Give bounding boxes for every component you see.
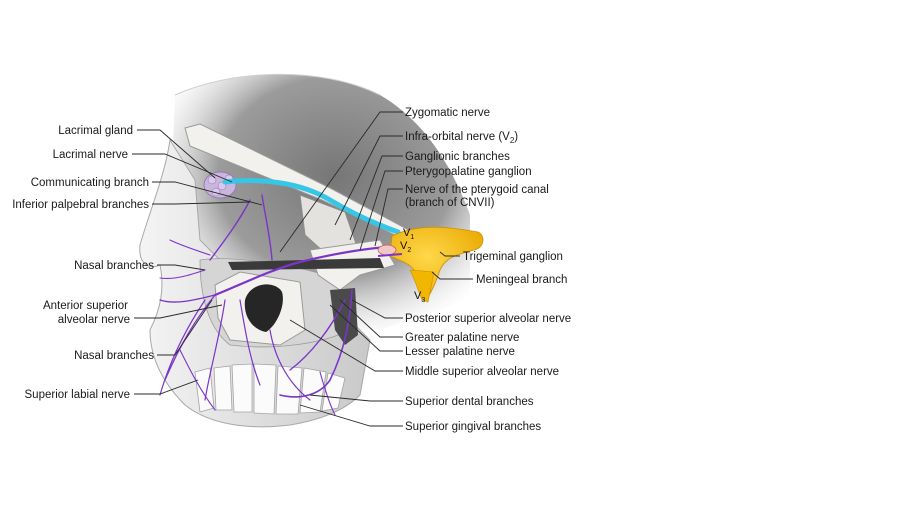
v1-label: V1 [403,227,414,241]
label-anterior-superior-alveolar-2: alveolar nerve [58,314,130,326]
zygomatic-nerve-cyan [222,178,401,235]
label-ganglionic-branches: Ganglionic branches [405,151,510,163]
label-lesser-palatine: Lesser palatine nerve [405,346,515,358]
dark-bar [228,258,384,270]
label-lacrimal-gland: Lacrimal gland [58,125,133,137]
label-pterygopalatine-ganglion: Pterygopalatine ganglion [405,166,532,178]
leader-lines [132,111,473,427]
label-nasal-branches-lower: Nasal branches [74,350,154,362]
purple-nerve-branches [159,194,400,416]
sinus-opening [244,284,283,332]
label-middle-superior-alveolar: Middle superior alveolar nerve [405,366,559,378]
v3-label: V3 [414,290,425,304]
label-superior-gingival: Superior gingival branches [405,421,541,433]
trigeminal-ganglion [377,226,484,303]
label-pterygoid-canal-2: (branch of CNVII) [405,197,495,209]
label-anterior-superior-alveolar-1: Anterior superior [43,300,128,312]
label-inferior-palpebral: Inferior palpebral branches [12,199,149,211]
label-meningeal-branch: Meningeal branch [476,274,567,286]
cranium-outline [174,73,381,96]
label-lacrimal-nerve: Lacrimal nerve [53,149,128,161]
label-infraorbital-nerve: Infra-orbital nerve (V2) [405,131,518,145]
v2-label: V2 [400,240,411,254]
left-labels: Lacrimal gland Lacrimal nerve Communicat… [12,125,154,401]
label-superior-labial: Superior labial nerve [25,389,130,401]
division-labels: V1 V2 V3 [400,227,425,304]
label-superior-dental: Superior dental branches [405,396,534,408]
label-pterygoid-canal-1: Nerve of the pterygoid canal [405,184,549,196]
label-greater-palatine: Greater palatine nerve [405,332,519,344]
label-trigeminal-ganglion: Trigeminal ganglion [463,251,563,263]
right-labels: Zygomatic nerve Infra-orbital nerve (V2)… [405,107,571,433]
label-posterior-superior-alveolar: Posterior superior alveolar nerve [405,313,571,325]
label-communicating-branch: Communicating branch [31,177,149,189]
label-zygomatic-nerve: Zygomatic nerve [405,107,490,119]
skull-illustration [139,73,470,428]
label-nasal-branches-upper: Nasal branches [74,260,154,272]
